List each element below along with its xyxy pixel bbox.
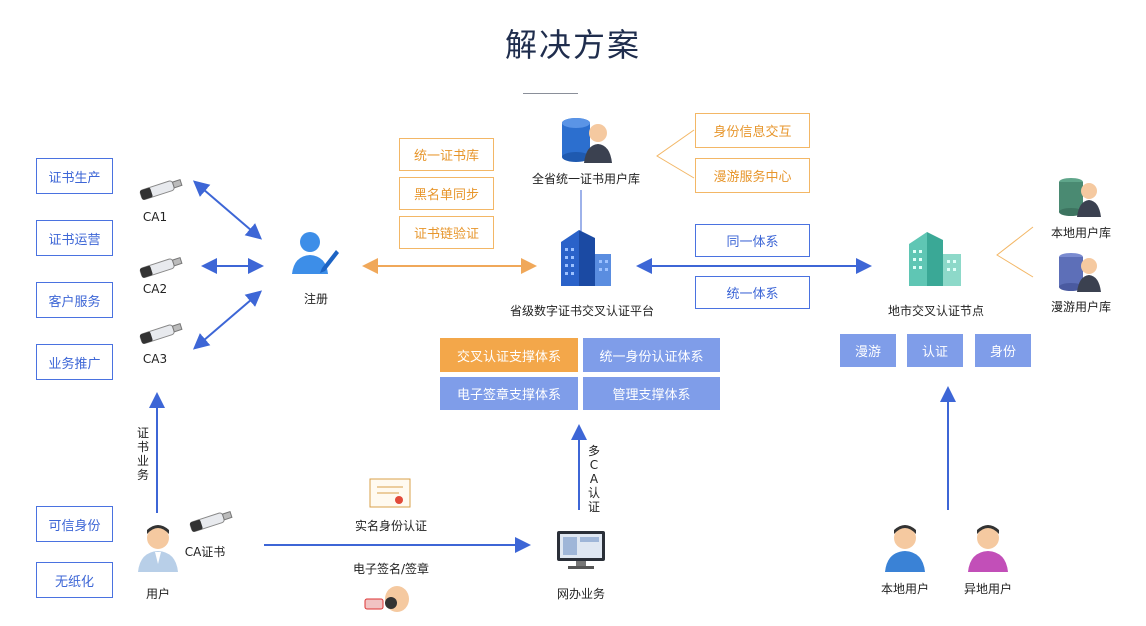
user-label: 用户 [145, 587, 170, 601]
db-orange-bracket [656, 129, 695, 179]
local-user-label: 本地用户 [880, 582, 929, 596]
title-divider [523, 93, 578, 94]
multi-ca-label: 多CA认证 [587, 444, 600, 514]
remote-user-label: 异地用户 [963, 582, 1012, 596]
platform-label: 省级数字证书交叉认证平台 [509, 304, 654, 318]
online-business-label: 网办业务 [556, 587, 605, 601]
database-user-icon [562, 118, 612, 163]
ca-cert-label: CA证书 [184, 545, 226, 559]
box-cert-operation: 证书运营 [36, 220, 113, 256]
usb-key-icon [139, 323, 183, 344]
box-same-system: 同一体系 [695, 224, 810, 257]
ca1-label: CA1 [142, 210, 168, 224]
esign-label: 电子签名/签章 [352, 562, 430, 576]
user-avatar-icon [138, 525, 178, 572]
box-customer-service: 客户服务 [36, 282, 113, 318]
ca2-label: CA2 [142, 282, 168, 296]
box-roaming-center: 漫游服务中心 [695, 158, 810, 193]
local-db-label: 本地用户库 [1050, 226, 1111, 240]
box-business-promotion: 业务推广 [36, 344, 113, 380]
usb-key-icon [189, 511, 233, 532]
city-building-icon [909, 232, 961, 286]
box-identity: 身份 [975, 334, 1031, 367]
realname-auth-label: 实名身份认证 [354, 519, 427, 533]
usb-key-icon [139, 179, 183, 200]
roaming-db-label: 漫游用户库 [1050, 300, 1111, 314]
register-user-icon [292, 232, 339, 274]
box-roaming: 漫游 [840, 334, 896, 367]
usb-key-icon [139, 257, 183, 278]
certificate-icon [369, 478, 411, 508]
box-cert-production: 证书生产 [36, 158, 113, 194]
local-user-icon [885, 525, 925, 572]
box-unified-system: 统一体系 [695, 276, 810, 309]
roaming-db-icon [1059, 253, 1101, 292]
box-management-support: 管理支撑体系 [583, 377, 720, 410]
box-authentication: 认证 [907, 334, 963, 367]
box-paperless: 无纸化 [36, 562, 113, 598]
box-trusted-identity: 可信身份 [36, 506, 113, 542]
box-cert-chain-verify: 证书链验证 [399, 216, 494, 249]
box-esign-support: 电子签章支撑体系 [440, 377, 578, 410]
provincial-db-label: 全省统一证书用户库 [531, 172, 640, 186]
city-db-bracket [996, 226, 1034, 278]
ca-register-arrows [192, 180, 264, 350]
building-icon [561, 230, 611, 286]
box-unified-cert-store: 统一证书库 [399, 138, 494, 171]
page-title: 解决方案 [504, 26, 641, 64]
monitor-icon [557, 531, 605, 569]
city-node-label: 地市交叉认证节点 [887, 304, 984, 318]
register-label: 注册 [303, 292, 328, 306]
cert-business-label: 证书业务 [136, 426, 149, 482]
stamp-icon [364, 586, 409, 612]
box-identity-exchange: 身份信息交互 [695, 113, 810, 148]
remote-user-icon [968, 525, 1008, 572]
local-db-icon [1059, 178, 1101, 217]
box-unified-identity-auth: 统一身份认证体系 [583, 338, 720, 372]
ca3-label: CA3 [142, 352, 168, 366]
box-cross-auth-support: 交叉认证支撑体系 [440, 338, 578, 372]
box-blacklist-sync: 黑名单同步 [399, 177, 494, 210]
